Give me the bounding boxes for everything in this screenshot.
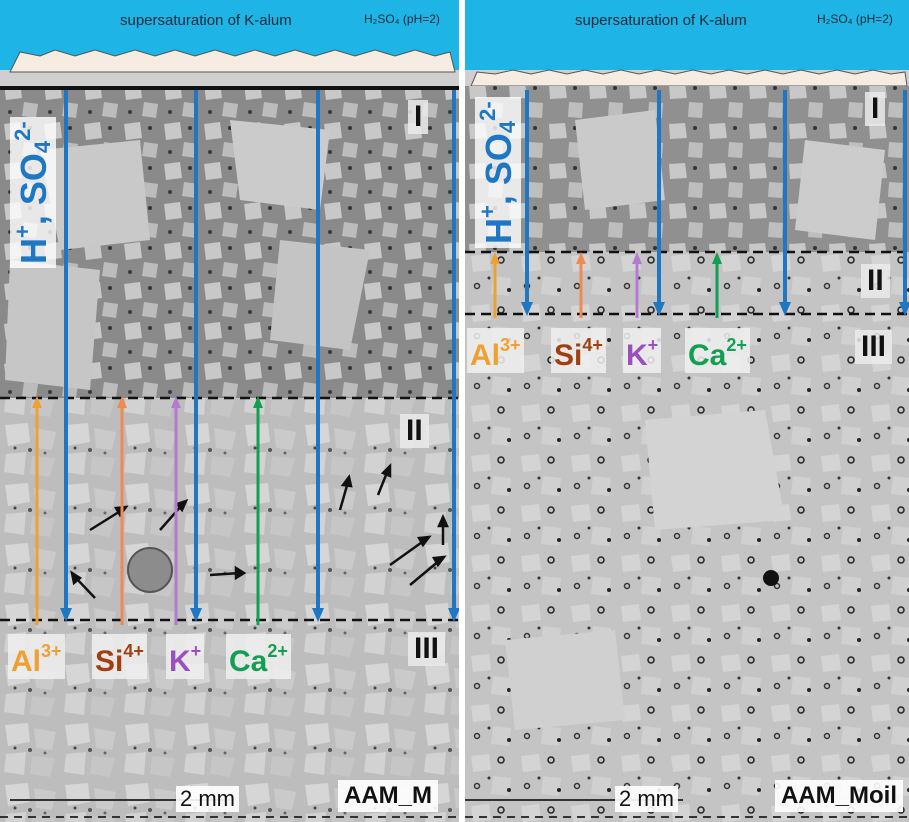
zone-label-ii: II <box>861 264 890 298</box>
leaching-arrows <box>490 252 722 318</box>
zone-label-iii: III <box>855 330 893 364</box>
sample-name: AAM_Moil <box>775 780 903 812</box>
acid-condition: H₂SO₄ (pH=2) <box>364 12 440 26</box>
header-text: supersaturation of K-alum <box>120 12 292 29</box>
acid-solution <box>465 0 909 70</box>
sample-name: AAM_M <box>338 780 438 812</box>
zone-ii-region <box>0 398 459 620</box>
ion-label-al: Al3+ <box>8 634 65 679</box>
scale-bar-label: 2 mm <box>176 786 239 812</box>
ion-label-al: Al3+ <box>467 328 524 373</box>
zone-label-iii: III <box>408 632 446 666</box>
ion-label-si: Si4+ <box>551 328 606 373</box>
zone-ii-region <box>465 252 909 314</box>
ion-label-k: K+ <box>623 328 662 373</box>
zone-iii-region <box>465 314 909 822</box>
panel-divider <box>459 0 465 822</box>
ion-label-k: K+ <box>166 634 205 679</box>
scale-bar-label: 2 mm <box>615 786 678 812</box>
acid-ingress-arrows <box>521 90 909 316</box>
ion-label-ca: Ca2+ <box>685 328 750 373</box>
zone-label-i: I <box>408 100 429 134</box>
right-micrograph-image <box>465 0 909 822</box>
left-micrograph-panel: supersaturation of K-alum H₂SO₄ (pH=2) I… <box>0 0 459 822</box>
zone-label-i: I <box>865 92 886 126</box>
header-text: supersaturation of K-alum <box>575 12 747 29</box>
right-micrograph-panel: supersaturation of K-alum H₂SO₄ (pH=2) I… <box>465 0 909 822</box>
ion-label-si: Si4+ <box>92 634 147 679</box>
acid-ingress-arrows <box>60 90 459 622</box>
k-alum-crystal-layer <box>470 69 908 87</box>
k-alum-crystal-layer <box>9 49 456 73</box>
zone-label-ii: II <box>400 414 429 448</box>
acid-ion-label: H+, SO42- <box>475 97 521 248</box>
ion-label-ca: Ca2+ <box>226 634 291 679</box>
left-micrograph-image <box>0 0 459 822</box>
leaching-arrows <box>32 396 263 625</box>
crack-arrows <box>70 462 449 599</box>
acid-condition: H₂SO₄ (pH=2) <box>817 12 893 26</box>
acid-ion-label: H+, SO42- <box>10 117 56 268</box>
